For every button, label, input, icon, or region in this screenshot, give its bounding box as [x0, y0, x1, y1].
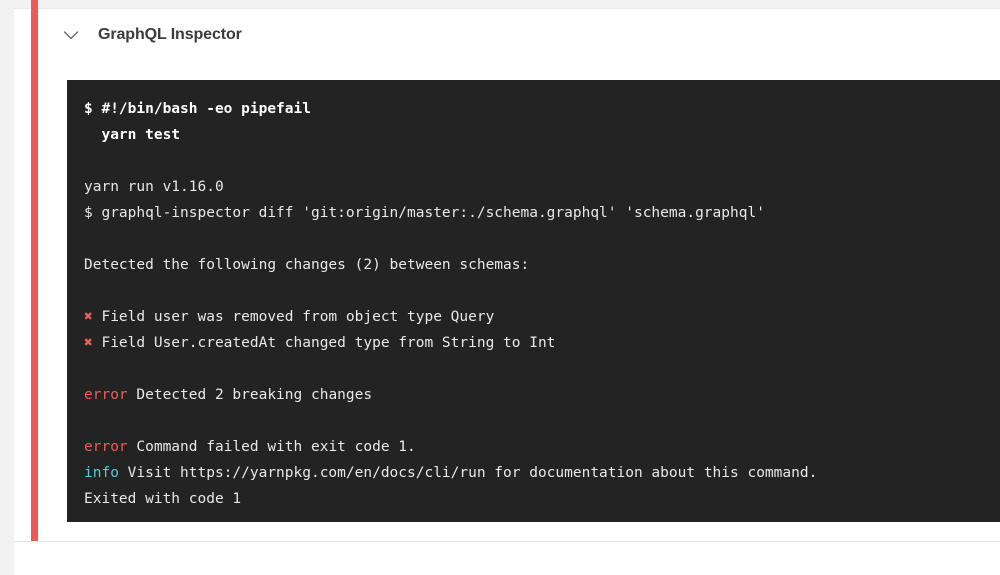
chevron-down-icon[interactable]	[58, 22, 84, 48]
terminal-line: ✖ Field user was removed from object typ…	[84, 304, 1000, 330]
terminal-line: $ graphql-inspector diff 'git:origin/mas…	[84, 200, 1000, 226]
terminal-text-segment: Command failed with exit code 1.	[127, 439, 416, 455]
terminal-text-segment: error	[84, 439, 128, 455]
terminal-blank-line	[84, 148, 1000, 174]
terminal-text-segment: $ graphql-inspector diff 'git:origin/mas…	[84, 205, 765, 221]
terminal-text-segment: Detected the following changes (2) betwe…	[84, 257, 530, 273]
terminal-text-segment: ✖	[84, 309, 93, 325]
terminal-line: error Detected 2 breaking changes	[84, 382, 1000, 408]
log-section-header[interactable]: GraphQL Inspector	[58, 18, 242, 52]
terminal-line: Exited with code 1	[84, 486, 1000, 512]
terminal-text-segment: Field User.createdAt changed type from S…	[92, 335, 556, 351]
terminal-blank-line	[84, 226, 1000, 252]
terminal-blank-line	[84, 408, 1000, 434]
terminal-text-segment: Field user was removed from object type …	[92, 309, 495, 325]
terminal-blank-line	[84, 356, 1000, 382]
terminal-text-segment: yarn test	[84, 127, 181, 143]
terminal-text-segment: info	[84, 465, 119, 481]
terminal-line: error Command failed with exit code 1.	[84, 434, 1000, 460]
terminal-text-segment: $ #!/bin/bash -eo pipefail	[84, 101, 311, 117]
terminal-log-lines: $ #!/bin/bash -eo pipefail yarn test yar…	[67, 96, 1000, 512]
terminal-output-panel[interactable]: $ #!/bin/bash -eo pipefail yarn test yar…	[67, 80, 1000, 522]
terminal-text-segment: yarn run v1.16.0	[84, 179, 224, 195]
terminal-text-segment: Detected 2 breaking changes	[127, 387, 373, 403]
terminal-text-segment: Exited with code 1	[84, 491, 242, 507]
terminal-line: $ #!/bin/bash -eo pipefail	[84, 96, 1000, 122]
terminal-line: ✖ Field User.createdAt changed type from…	[84, 330, 1000, 356]
terminal-text-segment: error	[84, 387, 128, 403]
previous-block-strip	[14, 0, 1000, 9]
terminal-blank-line	[84, 278, 1000, 304]
terminal-text-segment: Visit https://yarnpkg.com/en/docs/cli/ru…	[118, 465, 818, 481]
terminal-line: info Visit https://yarnpkg.com/en/docs/c…	[84, 460, 1000, 486]
log-section-title: GraphQL Inspector	[98, 26, 242, 43]
status-rail-failed	[31, 0, 38, 541]
terminal-line: Detected the following changes (2) betwe…	[84, 252, 1000, 278]
terminal-text-segment: ✖	[84, 335, 93, 351]
section-divider	[14, 541, 1000, 542]
terminal-line: yarn run v1.16.0	[84, 174, 1000, 200]
terminal-line: yarn test	[84, 122, 1000, 148]
